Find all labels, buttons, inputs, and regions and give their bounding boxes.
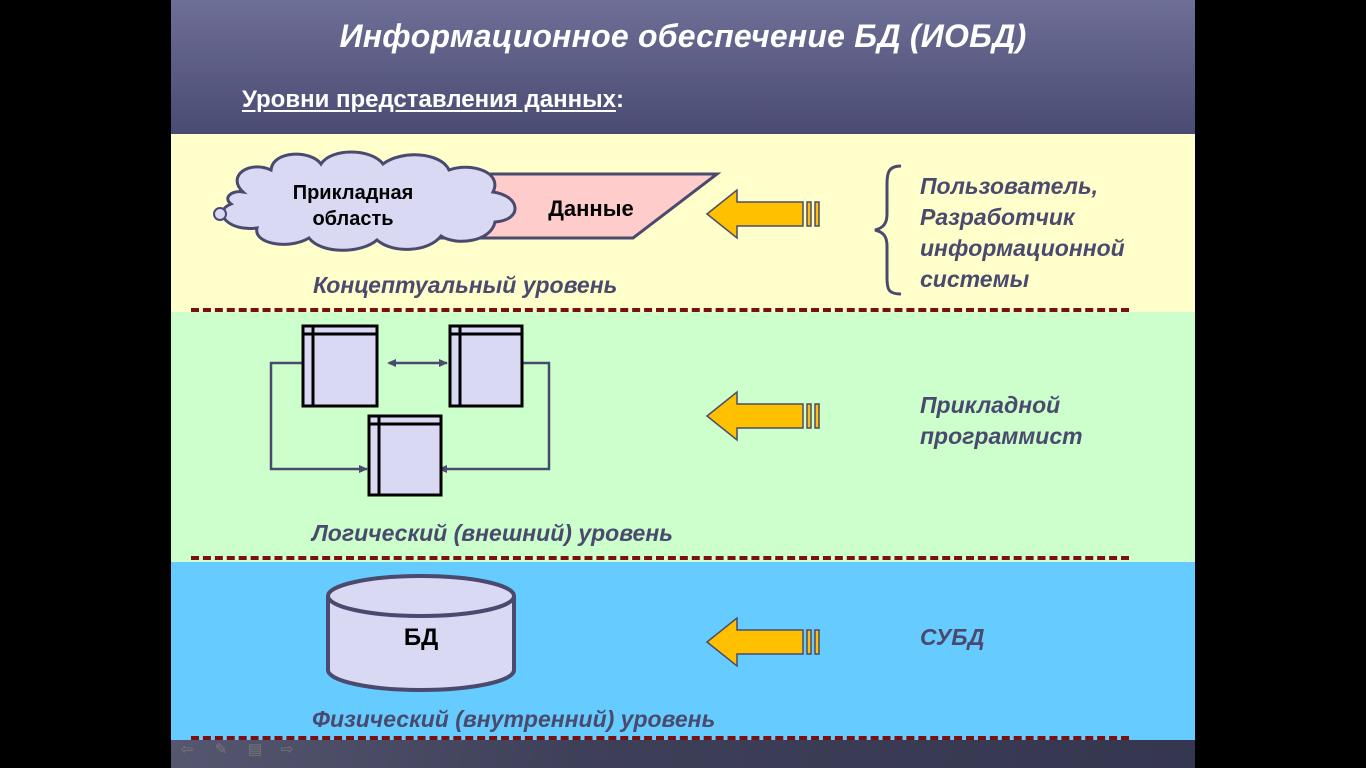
arrow-logical [705, 390, 820, 442]
subtitle-colon: : [615, 86, 624, 113]
brace-icon [874, 164, 902, 296]
cloud-label: Прикладная область [292, 182, 414, 230]
conceptual-level-label: Концептуальный уровень [313, 272, 618, 298]
footer-bar [171, 740, 1195, 768]
connector-table2-table3 [438, 361, 551, 473]
physical-level-label: Физический (внутренний) уровень [312, 706, 716, 732]
physical-role: СУБД [920, 624, 985, 650]
pen-icon[interactable]: ✎ [214, 741, 228, 758]
connector-table1-table3 [269, 361, 368, 473]
table-1 [301, 324, 379, 408]
arrow-right-icon[interactable]: ⇨ [280, 741, 294, 758]
data-shape-label: Данные [548, 196, 634, 221]
slide-title: Информационное обеспечение БД (ИОБД) [339, 18, 1027, 54]
cloud-shape [221, 150, 517, 252]
menu-icon[interactable]: ▤ [247, 741, 263, 758]
conceptual-role: Пользователь, Разработчик информационной… [920, 173, 1125, 292]
diagram-graphics [213, 150, 902, 692]
database-label: БД [403, 624, 439, 651]
database-icon [326, 574, 516, 692]
slide: Информационное обеспечение БД (ИОБД) Уро… [171, 0, 1195, 768]
arrow-physical [705, 616, 820, 668]
logical-role: Прикладной программист [920, 392, 1083, 449]
divider-conceptual [191, 308, 1129, 312]
logical-level-label: Логический (внешний) уровень [312, 520, 673, 546]
divider-physical [191, 736, 1129, 740]
arrow-conceptual [705, 188, 820, 240]
subtitle-text: Уровни представления данных [242, 86, 616, 113]
header: Информационное обеспечение БД (ИОБД) Уро… [171, 0, 1195, 134]
table-2 [448, 324, 524, 408]
cloud-tail-bubble [213, 207, 227, 221]
divider-logical [191, 556, 1129, 560]
arrow-left-icon[interactable]: ⇦ [180, 741, 194, 758]
table-3 [367, 414, 443, 497]
slide-subtitle: Уровни представления данных: [242, 86, 624, 114]
